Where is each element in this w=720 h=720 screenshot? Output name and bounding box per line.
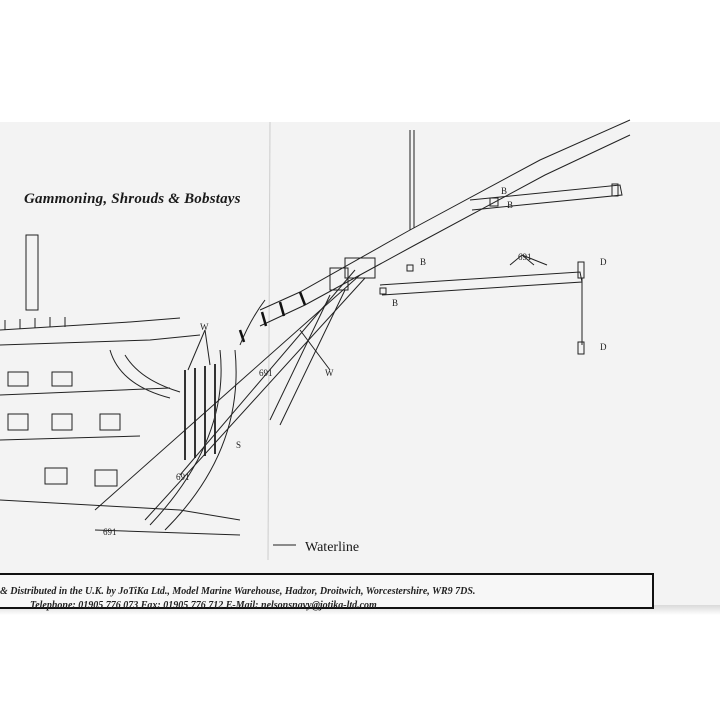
label-691: 691 [103,527,117,537]
publisher-footer-box [0,573,654,609]
label-691: 691 [259,368,273,378]
publisher-address: & Distributed in the U.K. by JoTiKa Ltd.… [0,586,476,597]
plan-sheet [0,122,720,610]
label-691: 691 [518,252,532,262]
waterline-label: Waterline [305,540,360,555]
label-b: B [507,200,514,210]
label-w: W [325,368,334,378]
label-b: B [501,186,508,196]
label-b: B [392,298,399,308]
label-691: 691 [176,472,190,482]
label-w: W [200,322,209,332]
drawing-title: Gammoning, Shrouds & Bobstays [24,191,241,207]
label-b: B [420,257,427,267]
label-s: S [236,440,242,450]
sheet-edge-shadow [0,605,720,615]
label-d: D [600,342,607,352]
label-d: D [600,257,607,267]
publisher-contact: Telephone: 01905 776 073 Fax: 01905 776 … [30,600,377,611]
